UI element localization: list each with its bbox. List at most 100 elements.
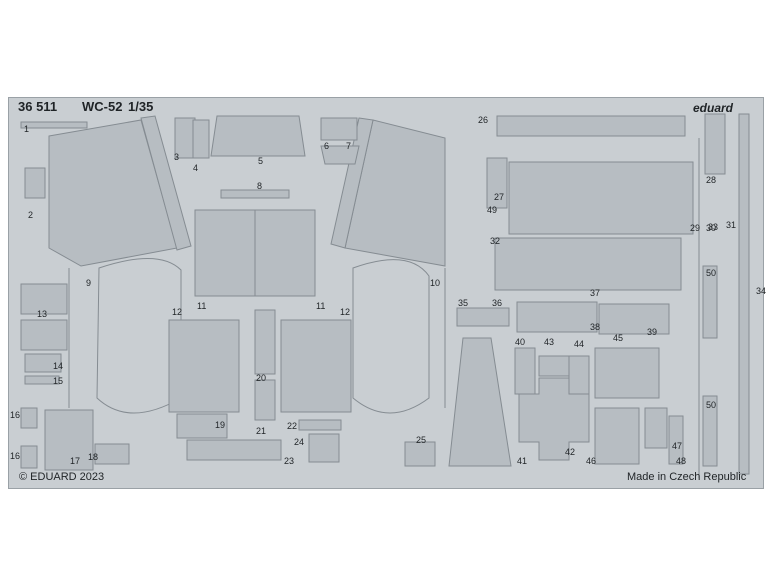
part-44 xyxy=(568,355,590,397)
part-label: 8 xyxy=(257,181,263,191)
part-label: 37 xyxy=(590,288,601,298)
part-label: 29 xyxy=(690,223,701,233)
part-40 xyxy=(514,347,536,395)
part-10-strip xyxy=(330,117,374,249)
part-9 xyxy=(48,119,178,267)
part-47 xyxy=(644,407,668,449)
part-label: 26 xyxy=(478,115,489,125)
part-label: 35 xyxy=(458,298,469,308)
part-label: 9 xyxy=(86,278,92,288)
part-label: 34 xyxy=(756,286,767,296)
part-16b xyxy=(20,445,38,469)
part-23 xyxy=(186,439,282,461)
part-25 xyxy=(404,441,436,467)
part-label: 46 xyxy=(586,456,597,466)
part-49 xyxy=(486,157,508,209)
part-label: 50 xyxy=(706,400,717,410)
part-22 xyxy=(298,419,342,431)
scale: 1/35 xyxy=(128,99,154,114)
part-42 xyxy=(518,377,590,461)
part-label: 41 xyxy=(517,456,528,466)
fret-artwork xyxy=(20,113,750,478)
part-26 xyxy=(496,115,686,137)
part-46 xyxy=(594,407,640,465)
part-14 xyxy=(24,353,62,373)
part-label: 31 xyxy=(726,220,737,230)
part-label: 36 xyxy=(492,298,503,308)
part-label: 42 xyxy=(565,447,576,457)
part-5 xyxy=(210,115,306,157)
part-13a xyxy=(20,283,68,315)
part-label: 2 xyxy=(28,210,34,220)
part-label: 17 xyxy=(70,456,81,466)
part-50a xyxy=(702,265,718,339)
part-8 xyxy=(220,189,290,199)
part-label: 50 xyxy=(706,268,717,278)
part-27 xyxy=(508,161,694,235)
part-label: 30 xyxy=(706,223,717,233)
part-17 xyxy=(44,409,94,471)
part-label: 48 xyxy=(676,456,687,466)
part-label: 24 xyxy=(294,437,305,447)
part-label: 16 xyxy=(10,451,21,461)
part-label: 13 xyxy=(37,309,48,319)
part-label: 25 xyxy=(416,435,427,445)
part-label: 11 xyxy=(197,301,207,311)
part-9-strip xyxy=(140,115,192,251)
part-label: 22 xyxy=(287,421,298,431)
part-38-39 xyxy=(598,303,670,335)
part-label: 1 xyxy=(24,124,30,134)
part-label: 38 xyxy=(590,322,601,332)
part-35-36 xyxy=(456,307,510,327)
part-41 xyxy=(448,337,512,467)
part-2 xyxy=(24,167,46,199)
part-label: 33 xyxy=(708,222,719,232)
part-32 xyxy=(494,237,682,291)
part-label: 27 xyxy=(494,192,505,202)
part-label: 21 xyxy=(256,426,267,436)
part-24 xyxy=(308,433,340,463)
part-label: 32 xyxy=(490,236,501,246)
part-label: 12 xyxy=(340,307,351,317)
part-1 xyxy=(20,121,88,129)
part-label: 7 xyxy=(346,141,352,151)
part-16a xyxy=(20,407,38,429)
part-45 xyxy=(594,347,660,399)
part-19 xyxy=(176,413,228,439)
part-label: 40 xyxy=(515,337,526,347)
part-label: 12 xyxy=(172,307,183,317)
part-center-right xyxy=(280,319,352,413)
part-12-right xyxy=(352,259,430,414)
part-label: 14 xyxy=(53,361,64,371)
part-21 xyxy=(254,379,276,421)
part-37 xyxy=(516,301,598,333)
part-20 xyxy=(254,309,276,375)
part-label: 28 xyxy=(706,175,717,185)
part-4 xyxy=(192,119,210,159)
part-label: 44 xyxy=(574,339,585,349)
part-6 xyxy=(320,117,358,141)
part-28 xyxy=(704,113,726,175)
part-50b xyxy=(702,395,718,467)
part-center-left xyxy=(168,319,240,413)
part-label: 5 xyxy=(258,156,264,166)
part-label: 45 xyxy=(613,333,624,343)
part-label: 19 xyxy=(215,420,226,430)
copyright: © EDUARD 2023 xyxy=(19,471,105,483)
part-15 xyxy=(24,375,60,385)
part-label: 6 xyxy=(324,141,330,151)
set-number: 36 511 xyxy=(18,99,58,114)
part-13b xyxy=(20,319,68,351)
kit-name: WC-52 xyxy=(82,99,123,114)
brand-logo: eduard xyxy=(693,101,734,115)
part-label: 20 xyxy=(256,373,267,383)
part-18 xyxy=(94,443,130,465)
part-12-left xyxy=(96,258,182,414)
part-label: 39 xyxy=(647,327,658,337)
part-label: 4 xyxy=(193,163,199,173)
part-label: 16 xyxy=(10,410,21,420)
part-label: 49 xyxy=(487,205,498,215)
origin-text: Made in Czech Republic xyxy=(627,471,747,483)
part-48 xyxy=(668,415,684,465)
part-11-left xyxy=(194,209,256,297)
